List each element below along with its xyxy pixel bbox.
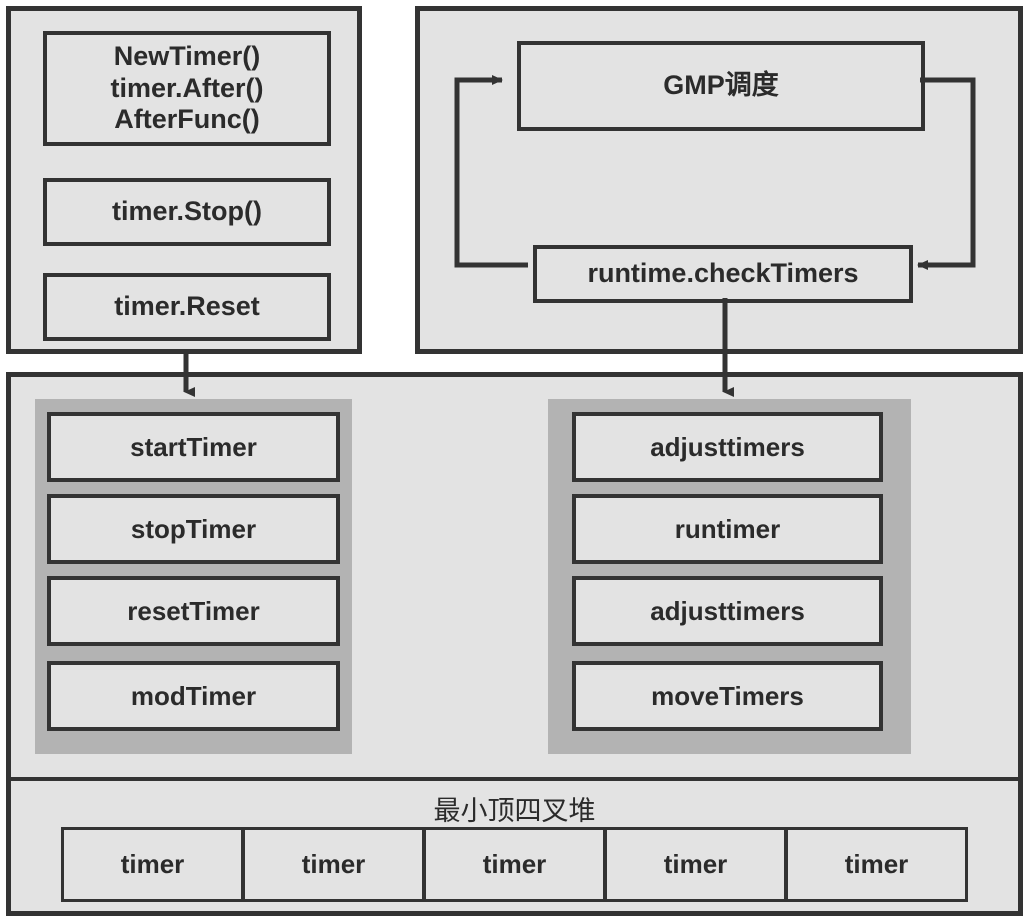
runtime-checktimers-box[interactable]: runtime.checkTimers	[533, 245, 913, 303]
api-box-newtimer-line-3: AfterFunc()	[114, 104, 260, 135]
timer-runtime-panel: startTimer stopTimer resetTimer modTimer…	[6, 372, 1023, 916]
heap-cell-timer-4-label: timer	[663, 849, 728, 879]
runtime-box-stoptimer-label: stopTimer	[130, 513, 257, 544]
user-facing-timer-funcs-group: startTimer stopTimer resetTimer modTimer	[35, 399, 352, 754]
heap-cell-timer-4[interactable]: timer	[604, 827, 787, 902]
runtime-box-runtimer-label: runtimer	[674, 513, 781, 544]
runtime-box-starttimer[interactable]: startTimer	[47, 412, 340, 482]
runtime-box-starttimer-label: startTimer	[130, 431, 257, 462]
gmp-scheduler-panel: GMP调度 runtime.checkTimers	[415, 6, 1023, 354]
runtime-box-stoptimer[interactable]: stopTimer	[47, 494, 340, 564]
heap-cell-timer-1-label: timer	[120, 849, 185, 879]
runtime-box-resettimer-label: resetTimer	[127, 595, 260, 626]
api-box-newtimer-line-1: NewTimer()	[113, 40, 261, 71]
api-box-newtimer[interactable]: NewTimer() timer.After() AfterFunc()	[43, 31, 331, 146]
runtime-checktimers-label: runtime.checkTimers	[587, 258, 859, 289]
runtime-box-movetimers[interactable]: moveTimers	[572, 661, 883, 731]
api-box-newtimer-line-2: timer.After()	[110, 72, 264, 103]
heap-cell-timer-3-label: timer	[482, 849, 547, 879]
heap-cell-timer-3[interactable]: timer	[423, 827, 606, 902]
api-box-stop-label: timer.Stop()	[111, 196, 262, 227]
runtime-box-resettimer[interactable]: resetTimer	[47, 576, 340, 646]
runtime-box-adjusttimers-1[interactable]: adjusttimers	[572, 412, 883, 482]
api-box-reset-label: timer.Reset	[114, 291, 260, 322]
scheduler-timer-funcs-group: adjusttimers runtimer adjusttimers moveT…	[548, 399, 911, 754]
heap-title: 最小顶四叉堆	[433, 796, 596, 826]
heap-cell-timer-5-label: timer	[844, 849, 909, 879]
heap-cell-timer-2-label: timer	[301, 849, 366, 879]
runtime-box-runtimer[interactable]: runtimer	[572, 494, 883, 564]
runtime-panel-divider	[10, 777, 1019, 781]
heap-cell-timer-1[interactable]: timer	[61, 827, 244, 902]
runtime-box-adjusttimers-2-label: adjusttimers	[650, 595, 805, 626]
api-box-stop[interactable]: timer.Stop()	[43, 178, 331, 246]
api-box-reset[interactable]: timer.Reset	[43, 273, 331, 341]
runtime-box-movetimers-label: moveTimers	[651, 680, 804, 711]
gmp-schedule-label: GMP调度	[663, 70, 779, 101]
heap-cell-row: timer timer timer timer timer	[61, 827, 973, 902]
heap-cell-timer-2[interactable]: timer	[242, 827, 425, 902]
runtime-box-adjusttimers-2[interactable]: adjusttimers	[572, 576, 883, 646]
timer-api-panel: NewTimer() timer.After() AfterFunc() tim…	[6, 6, 362, 354]
gmp-schedule-box[interactable]: GMP调度	[517, 41, 925, 131]
runtime-box-modtimer-label: modTimer	[130, 680, 257, 711]
runtime-box-modtimer[interactable]: modTimer	[47, 661, 340, 731]
heap-cell-timer-5[interactable]: timer	[785, 827, 968, 902]
runtime-box-adjusttimers-1-label: adjusttimers	[650, 431, 805, 462]
